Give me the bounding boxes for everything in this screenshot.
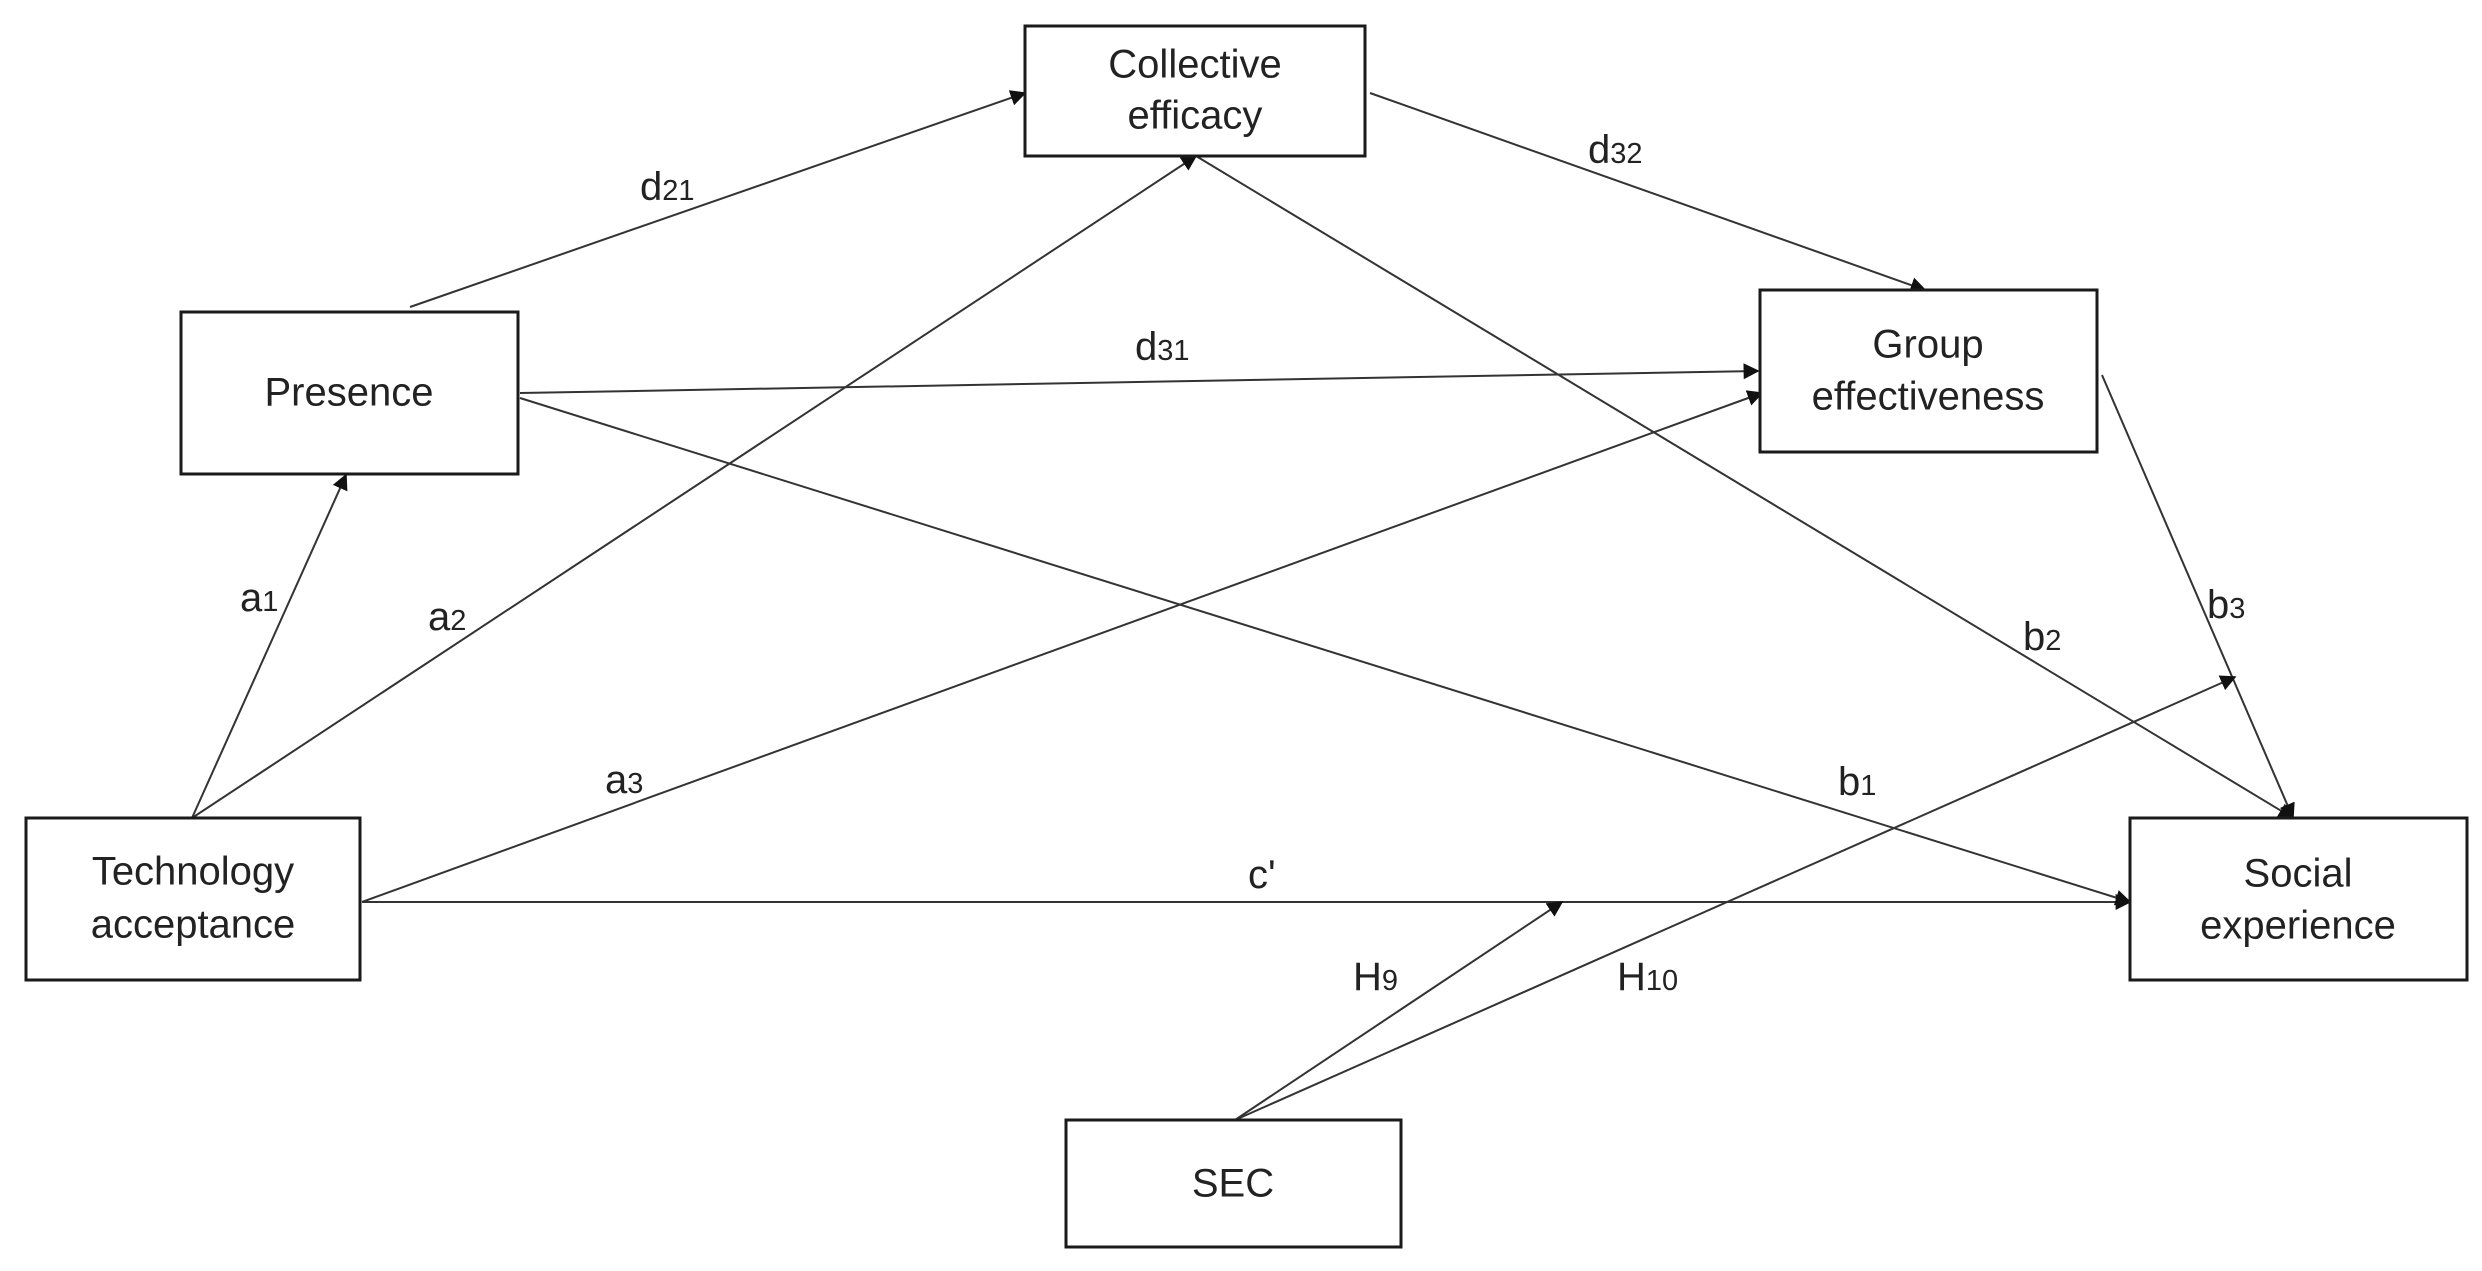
node-social-experience-line1: Social xyxy=(2244,852,2353,896)
node-social-experience: Social experience xyxy=(2128,816,2469,982)
arrow-b2-collective-efficacy-to-social-experience xyxy=(1195,155,2295,819)
node-group-effectiveness-box xyxy=(1758,288,2099,454)
arrow-a2-technology-acceptance-to-collective-efficacy xyxy=(191,155,1198,819)
node-presence-box xyxy=(179,310,520,476)
node-presence-line1: Presence xyxy=(265,371,434,415)
arrow-h10-sec-to-b3-path xyxy=(1234,675,2237,1121)
node-collective-efficacy-box xyxy=(1023,24,1367,158)
label-h10: H10 xyxy=(1617,955,1678,999)
label-b2: b2 xyxy=(2023,615,2061,659)
node-group-effectiveness-line1: Group xyxy=(1872,323,1983,367)
label-b1: b1 xyxy=(1838,760,1876,804)
label-d31: d31 xyxy=(1135,325,1190,369)
node-social-experience-box xyxy=(2128,816,2469,982)
label-a2: a2 xyxy=(428,595,466,639)
node-collective-efficacy-line1: Collective xyxy=(1108,43,1281,87)
node-technology-acceptance-box xyxy=(24,816,362,982)
label-a3: a3 xyxy=(605,758,643,802)
node-technology-acceptance-line1: Technology xyxy=(92,850,294,894)
arrow-d31-presence-to-group-effectiveness xyxy=(519,363,1760,394)
arrow-b3-group-effectiveness-to-social-experience xyxy=(2101,374,2295,820)
node-group-effectiveness-line2: effectiveness xyxy=(1812,375,2045,419)
arrow-b1-presence-to-social-experience xyxy=(519,397,2132,906)
label-a1: a1 xyxy=(240,576,278,620)
node-presence: Presence xyxy=(179,310,520,476)
arrow-a1-technology-acceptance-to-presence xyxy=(191,473,348,819)
node-group-effectiveness: Group effectiveness xyxy=(1758,288,2099,454)
arrow-h9-sec-to-c-prime-path xyxy=(1234,901,1564,1121)
node-sec-line1: SEC xyxy=(1192,1162,1274,1206)
node-sec: SEC xyxy=(1064,1118,1403,1249)
label-c-prime: c' xyxy=(1248,853,1276,897)
label-d32: d32 xyxy=(1588,128,1643,172)
node-technology-acceptance: Technology acceptance xyxy=(24,816,362,982)
label-h9: H9 xyxy=(1353,955,1398,999)
arrow-d32-collective-efficacy-to-group-effectiveness xyxy=(1369,92,1927,293)
node-collective-efficacy-line2: efficacy xyxy=(1128,94,1263,138)
arrow-d21-presence-to-collective-efficacy xyxy=(409,90,1027,308)
node-sec-box xyxy=(1064,1118,1403,1249)
label-b3: b3 xyxy=(2207,583,2245,627)
node-technology-acceptance-line2: acceptance xyxy=(91,903,296,947)
arrow-a3-technology-acceptance-to-group-effectiveness xyxy=(361,390,1764,903)
node-social-experience-line2: experience xyxy=(2200,904,2396,948)
node-collective-efficacy: Collective efficacy xyxy=(1023,24,1367,158)
label-d21: d21 xyxy=(640,165,695,209)
